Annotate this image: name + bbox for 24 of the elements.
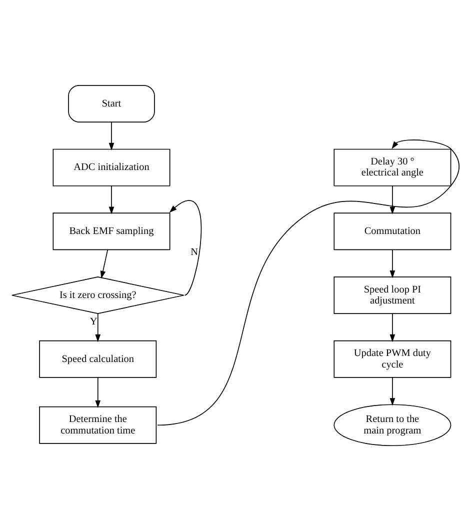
node-box: Start (68, 84, 155, 122)
node-box: Back EMF sampling (52, 212, 170, 250)
node-ellipse: Return to the main program (334, 404, 452, 446)
node-diamond: Is it zero crossing? (11, 276, 184, 314)
arrow (95, 377, 101, 408)
node-box: Commutation (334, 212, 452, 250)
arrow (390, 313, 396, 342)
edge-label: N (190, 246, 198, 258)
node-box: Delay 30 ° electrical angle (334, 148, 452, 186)
arrow (169, 200, 202, 296)
node-box: Speed calculation (39, 340, 157, 378)
node-box: ADC initialization (52, 148, 170, 186)
arrow (390, 186, 396, 214)
arrow (108, 122, 114, 151)
arrow (95, 313, 101, 342)
node-box: Update PWM duty cycle (334, 340, 452, 378)
arrow (157, 140, 460, 426)
node-box: Determine the commutation time (39, 406, 157, 444)
arrow (390, 377, 396, 406)
node-box: Speed loop PI adjustment (334, 276, 452, 314)
edge-label: Y (90, 316, 98, 328)
arrow (108, 186, 114, 214)
arrow (390, 249, 396, 278)
arrow (100, 249, 108, 279)
